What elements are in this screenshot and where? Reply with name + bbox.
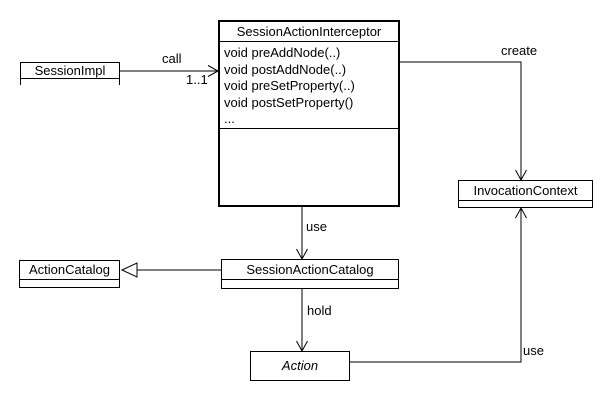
open-arrowhead-down-icon bbox=[515, 169, 527, 182]
class-name: InvocationContext bbox=[459, 181, 592, 201]
open-arrowhead-right-icon bbox=[207, 65, 220, 77]
class-box-actioncatalog: ActionCatalog bbox=[19, 260, 120, 288]
edge-label-hold: hold bbox=[307, 303, 332, 318]
method-item: void postAddNode(..) bbox=[224, 61, 347, 77]
class-name: ActionCatalog bbox=[20, 261, 119, 280]
class-box-sessionactioncatalog: SessionActionCatalog bbox=[221, 259, 399, 289]
class-box-sessionactioninterceptor: SessionActionInterceptor void preAddNode… bbox=[218, 20, 400, 207]
empty-compartment bbox=[20, 280, 119, 287]
empty-compartment bbox=[21, 79, 119, 85]
dependency-hold-arrow bbox=[296, 289, 308, 353]
method-item: ... bbox=[224, 111, 235, 126]
open-arrowhead-up-icon bbox=[515, 206, 527, 219]
method-item: void postSetProperty() bbox=[224, 94, 354, 110]
edge-label-use-catalog: use bbox=[306, 219, 327, 234]
method-item: void preAddNode(..) bbox=[224, 45, 341, 60]
edge-label-create: create bbox=[501, 43, 538, 58]
multiplicity-label: 1..1 bbox=[186, 72, 208, 87]
class-box-sessionimpl: SessionImpl bbox=[20, 62, 120, 85]
class-name: SessionActionInterceptor bbox=[220, 22, 398, 42]
empty-compartment bbox=[220, 129, 398, 205]
class-box-action: Action bbox=[250, 351, 350, 381]
class-box-invocationcontext: InvocationContext bbox=[458, 180, 593, 208]
class-name: SessionImpl bbox=[21, 63, 119, 79]
methods-compartment: void preAddNode(..) void postAddNode(..)… bbox=[220, 42, 398, 129]
method-item: void preSetProperty(..) bbox=[224, 78, 355, 93]
open-arrowhead-down-icon bbox=[296, 340, 308, 353]
hollow-triangle-arrowhead-icon bbox=[120, 262, 138, 278]
class-name: SessionActionCatalog bbox=[222, 260, 398, 280]
edge-label-call: call bbox=[162, 51, 182, 66]
edge-label-use-context: use bbox=[523, 343, 544, 358]
class-name: Action bbox=[281, 358, 319, 373]
generalization-arrow bbox=[120, 262, 221, 278]
dependency-create-arrow bbox=[400, 61, 527, 182]
empty-compartment bbox=[222, 280, 398, 288]
empty-compartment bbox=[459, 201, 592, 207]
open-arrowhead-down-icon bbox=[296, 248, 308, 261]
